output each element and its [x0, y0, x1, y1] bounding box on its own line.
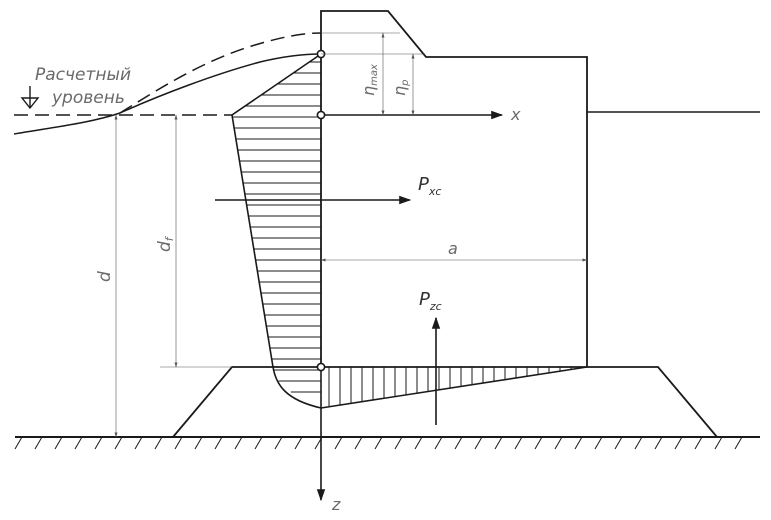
- seabed-hatching: [14, 436, 743, 450]
- seabed-hatch-tick: [34, 436, 43, 450]
- seabed-hatch-tick: [94, 436, 103, 450]
- seabed: [14, 436, 760, 450]
- seabed-hatch-tick: [254, 436, 263, 450]
- seabed-hatch-tick: [474, 436, 483, 450]
- seabed-hatch-tick: [494, 436, 503, 450]
- x-axis-label: x: [510, 105, 521, 124]
- seabed-hatch-tick: [54, 436, 63, 450]
- caisson-wall: [320, 10, 588, 367]
- point-origin: [316, 110, 326, 120]
- horizontal-pressure-diagram: [231, 53, 322, 409]
- seabed-hatch-tick: [354, 436, 363, 450]
- seabed-hatch-tick: [414, 436, 423, 450]
- force-pxc-label: Pxc: [418, 174, 441, 198]
- wave-profile: [13, 53, 322, 135]
- seabed-hatch-tick: [574, 436, 583, 450]
- seabed-hatch-tick: [694, 436, 703, 450]
- seabed-hatch-tick: [234, 436, 243, 450]
- seabed-hatch-tick: [114, 436, 123, 450]
- dimension-eta-p: ηp: [321, 53, 425, 116]
- seabed-hatch-tick: [74, 436, 83, 450]
- dimension-a-label: a: [448, 239, 458, 258]
- uplift-pressure-diagram: [320, 366, 588, 409]
- seabed-hatch-tick: [554, 436, 563, 450]
- rubble-mound-foundation: [172, 366, 718, 438]
- seabed-hatch-tick: [594, 436, 603, 450]
- dimension-eta-p-label: ηp: [390, 80, 411, 97]
- dimension-d: d: [95, 114, 118, 438]
- design-level-caption-line1: Расчетный: [35, 65, 131, 85]
- dimension-a: a: [320, 239, 588, 262]
- seabed-hatch-tick: [734, 436, 743, 450]
- seabed-hatch-tick: [394, 436, 403, 450]
- seabed-hatch-tick: [634, 436, 643, 450]
- seabed-hatch-tick: [294, 436, 303, 450]
- seabed-hatch-tick: [334, 436, 343, 450]
- seabed-hatch-tick: [714, 436, 723, 450]
- seabed-hatch-tick: [614, 436, 623, 450]
- design-level-caption-line2: уровень: [51, 88, 125, 108]
- seabed-hatch-tick: [374, 436, 383, 450]
- seabed-hatch-tick: [14, 436, 23, 450]
- point-base: [316, 362, 326, 372]
- seabed-hatch-tick: [534, 436, 543, 450]
- seabed-hatch-tick: [274, 436, 283, 450]
- wave-crest-envelope: [119, 32, 322, 114]
- seabed-hatch-tick: [654, 436, 663, 450]
- force-pzc-label: Pzc: [419, 289, 442, 313]
- seabed-hatch-tick: [434, 436, 443, 450]
- dimension-d-label: d: [95, 271, 115, 282]
- uplift-pressure-hatching: [328, 367, 572, 407]
- seabed-hatch-tick: [674, 436, 683, 450]
- seabed-hatch-tick: [214, 436, 223, 450]
- dimension-df: df: [155, 114, 232, 368]
- seabed-hatch-tick: [154, 436, 163, 450]
- seabed-hatch-tick: [454, 436, 463, 450]
- dimension-eta-max: ηmax: [321, 32, 400, 116]
- seabed-hatch-tick: [134, 436, 143, 450]
- z-axis-label: z: [331, 495, 341, 514]
- horizontal-pressure-hatching: [232, 61, 321, 393]
- dimension-eta-max-label: ηmax: [359, 64, 380, 96]
- dimension-df-label: df: [155, 235, 176, 252]
- seabed-hatch-tick: [174, 436, 183, 450]
- seabed-hatch-tick: [514, 436, 523, 450]
- design-level-symbol: [20, 86, 40, 110]
- seabed-hatch-tick: [194, 436, 203, 450]
